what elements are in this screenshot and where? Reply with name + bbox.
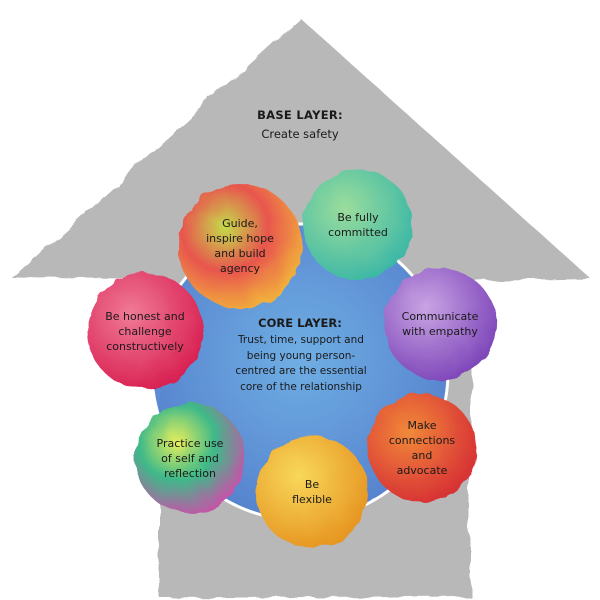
- bubble-label-3: Make connections and advocate: [362, 418, 482, 478]
- core-line: core of the relationship: [240, 380, 362, 393]
- base-layer-subtitle: Create safety: [261, 127, 339, 141]
- bubble-line: committed: [328, 226, 388, 239]
- bubble-line: reflection: [164, 466, 216, 480]
- bubble-0: [178, 184, 302, 308]
- bubble-label-4: Be flexible: [252, 477, 372, 507]
- bubble-5: [135, 403, 245, 513]
- bubble-line: Be: [304, 478, 320, 491]
- bubble-2: [384, 268, 496, 380]
- bubble-line: advocate: [396, 464, 448, 477]
- bubble-line: Communicate: [401, 310, 479, 323]
- bubble-line: flexible: [292, 493, 332, 506]
- bubble-line: Guide,: [222, 217, 258, 230]
- bubble-line: Be honest and: [105, 309, 185, 323]
- bubble-line: of self and: [161, 451, 219, 465]
- core-layer-text: Trust, time, support and being young per…: [226, 333, 376, 395]
- bubble-line: Be fully: [337, 211, 379, 224]
- bubble-label-0: Guide, inspire hope and build agency: [180, 216, 300, 276]
- bubble-3: [368, 394, 476, 502]
- bubble-line: Make: [407, 419, 437, 432]
- bubble-label-2: Communicate with empathy: [380, 309, 500, 339]
- bubble-line: and build: [214, 247, 266, 260]
- core-line: centred are the essential: [235, 365, 367, 377]
- bubble-4: [256, 436, 368, 548]
- core-line: Trust, time, support and: [238, 334, 364, 346]
- bubble-line: with empathy: [402, 325, 478, 338]
- bubble-line: agency: [219, 262, 261, 275]
- bubble-line: and: [411, 449, 433, 462]
- bubble-line: connections: [388, 434, 456, 447]
- base-layer-title: BASE LAYER:: [257, 108, 343, 122]
- core-line: being young person-: [246, 349, 356, 362]
- bubble-1: [303, 170, 413, 280]
- core-layer-title: CORE LAYER:: [258, 316, 342, 330]
- bubble-line: inspire hope: [206, 232, 274, 245]
- bubble-line: challenge: [118, 324, 172, 338]
- bubbles-group: [87, 170, 496, 548]
- bubble-label-1: Be fully committed: [298, 210, 418, 240]
- bubble-6: [87, 273, 203, 389]
- bubble-line: Practice use: [156, 436, 224, 450]
- bubble-line: constructively: [106, 339, 184, 353]
